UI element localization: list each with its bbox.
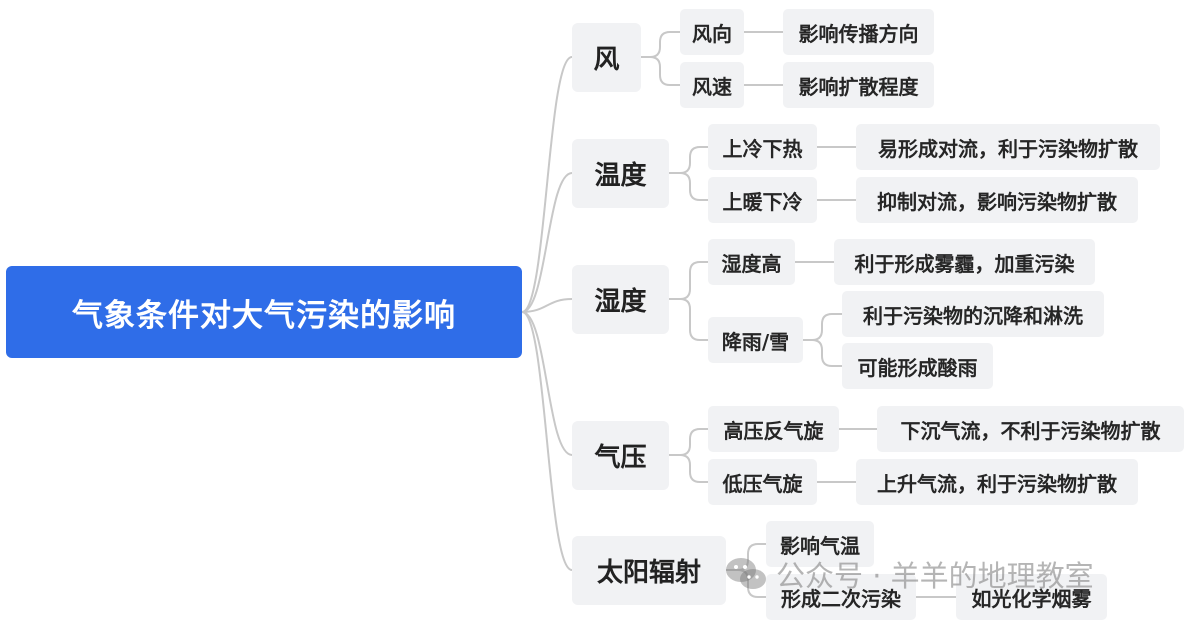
subtopic-line — [669, 172, 708, 201]
topic-temperature[interactable]: 温度 — [572, 139, 669, 208]
root-branch-line — [521, 311, 573, 571]
subtopic-label: 影响气温 — [780, 533, 860, 558]
subtopic-warm-above-cold-below[interactable]: 上暖下冷 — [708, 177, 817, 223]
topic-wind[interactable]: 风 — [572, 23, 641, 92]
subtopic-wind-speed[interactable]: 风速 — [680, 62, 744, 108]
effect-haze[interactable]: 利于形成雾霾，加重污染 — [834, 239, 1095, 285]
effect-line — [803, 339, 842, 367]
subtopic-rain-snow[interactable]: 降雨/雪 — [708, 317, 803, 363]
root-topic[interactable]: 气象条件对大气污染的影响 — [6, 266, 522, 358]
subtopic-line — [669, 146, 708, 174]
subtopic-high-humidity[interactable]: 湿度高 — [708, 239, 795, 285]
effect-label: 利于污染物的沉降和淋洗 — [863, 303, 1083, 328]
topic-pressure-label: 气压 — [594, 443, 647, 473]
effect-photochemical-smog[interactable]: 如光化学烟雾 — [956, 574, 1107, 620]
subtopic-line — [726, 543, 766, 571]
subtopic-cold-above-warm-below[interactable]: 上冷下热 — [708, 124, 817, 170]
root-branch-line — [521, 298, 573, 313]
topic-temperature-label: 温度 — [594, 161, 647, 191]
subtopic-label: 降雨/雪 — [721, 329, 790, 354]
subtopic-label: 低压气旋 — [722, 471, 803, 496]
effect-convection-suppressed[interactable]: 抑制对流，影响污染物扩散 — [856, 177, 1138, 223]
topic-solar-radiation[interactable]: 太阳辐射 — [572, 536, 726, 605]
effect-diffusion-degree[interactable]: 影响扩散程度 — [783, 62, 934, 108]
subtopic-line — [641, 56, 680, 86]
subtopic-affect-temperature[interactable]: 影响气温 — [766, 521, 874, 567]
effect-label: 影响扩散程度 — [798, 74, 919, 99]
subtopic-line — [641, 31, 680, 58]
topic-pressure[interactable]: 气压 — [572, 421, 669, 490]
topic-wind-label: 风 — [593, 45, 620, 75]
effect-propagation-direction[interactable]: 影响传播方向 — [783, 9, 934, 55]
effect-label: 利于形成雾霾，加重污染 — [854, 251, 1075, 276]
effect-label: 影响传播方向 — [798, 21, 919, 46]
topic-humidity-label: 湿度 — [594, 287, 647, 317]
effect-acid-rain[interactable]: 可能形成酸雨 — [842, 343, 993, 389]
subtopic-label: 风向 — [692, 21, 732, 46]
subtopic-line — [669, 428, 708, 456]
subtopic-label: 上暖下冷 — [722, 189, 803, 214]
root-branch-line — [521, 56, 573, 313]
subtopic-line — [669, 454, 708, 483]
effect-line — [803, 313, 842, 341]
effect-label: 可能形成酸雨 — [857, 355, 978, 380]
subtopic-anticyclone[interactable]: 高压反气旋 — [708, 406, 839, 452]
effect-convection-favorable[interactable]: 易形成对流，利于污染物扩散 — [856, 124, 1160, 170]
subtopic-wind-direction[interactable]: 风向 — [680, 9, 744, 55]
subtopic-line — [669, 261, 708, 300]
subtopic-line — [669, 298, 708, 341]
topic-solar-radiation-label: 太阳辐射 — [596, 558, 701, 588]
subtopic-cyclone[interactable]: 低压气旋 — [708, 459, 817, 505]
subtopic-label: 湿度高 — [721, 251, 782, 276]
subtopic-label: 形成二次污染 — [781, 586, 901, 611]
effect-deposition-washout[interactable]: 利于污染物的沉降和淋洗 — [842, 291, 1104, 337]
effect-label: 下沉气流，不利于污染物扩散 — [900, 418, 1161, 443]
subtopic-label: 高压反气旋 — [723, 418, 824, 443]
root-topic-label: 气象条件对大气污染的影响 — [72, 297, 456, 334]
effect-label: 上升气流，利于污染物扩散 — [877, 471, 1117, 496]
root-branch-line — [521, 311, 573, 456]
subtopic-line — [726, 569, 766, 598]
root-branch-line — [521, 172, 573, 313]
subtopic-label: 风速 — [692, 74, 732, 99]
effect-label: 抑制对流，影响污染物扩散 — [877, 189, 1117, 214]
effect-sinking-air[interactable]: 下沉气流，不利于污染物扩散 — [877, 406, 1184, 452]
effect-label: 如光化学烟雾 — [971, 586, 1092, 611]
effect-label: 易形成对流，利于污染物扩散 — [878, 136, 1138, 161]
subtopic-label: 上冷下热 — [722, 136, 803, 161]
subtopic-secondary-pollution[interactable]: 形成二次污染 — [766, 574, 916, 620]
topic-humidity[interactable]: 湿度 — [572, 265, 669, 334]
effect-rising-air[interactable]: 上升气流，利于污染物扩散 — [856, 459, 1138, 505]
